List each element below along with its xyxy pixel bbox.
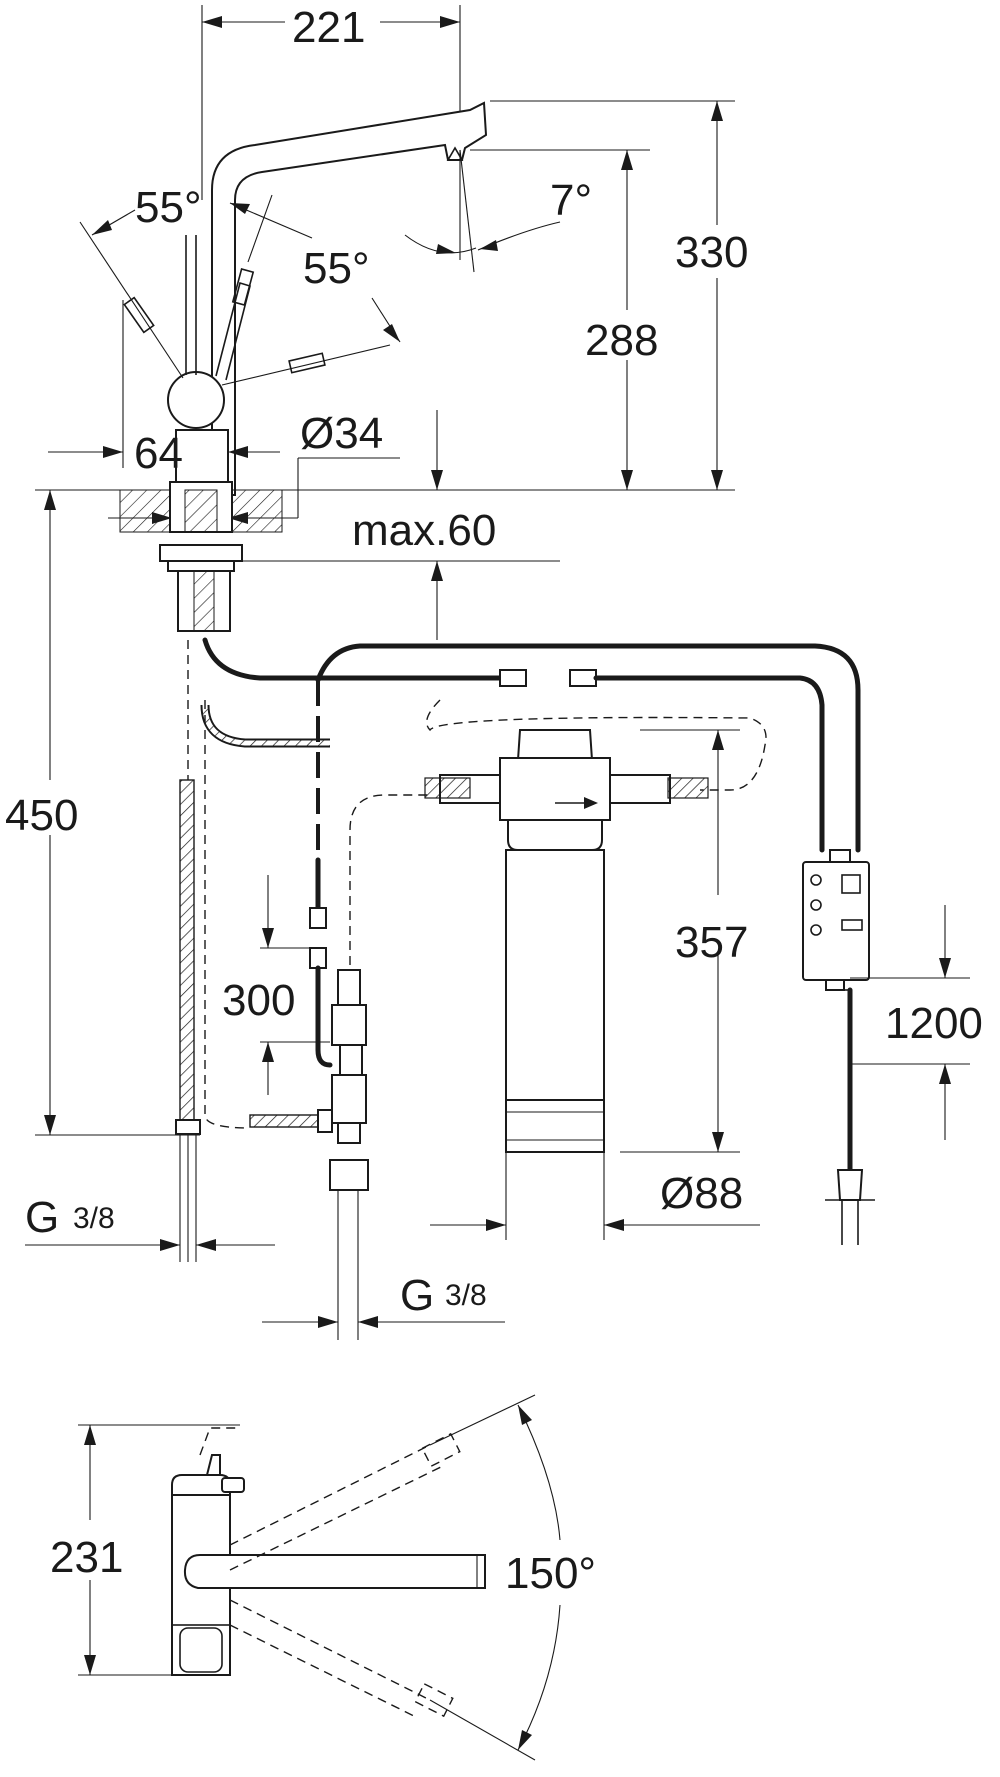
dim-hose-spacing: 300 [222,875,330,1095]
dim-thread-left: G 3/8 [25,1193,275,1251]
thread-right-frac: 3/8 [445,1279,487,1312]
cable-length-label: 1200 [885,999,983,1048]
dim-body-offset: 64 [48,300,280,478]
dim-swivel-angle: 150° [429,1394,596,1761]
diverter-valve [249,969,369,1340]
dim-top-view-width: 231 [50,1424,240,1676]
dim-spout-tilt: 7° [404,149,592,273]
dim-handle-angle-right: 55° [229,194,401,343]
hose-spacing-label: 300 [222,976,295,1025]
top-view-width-label: 231 [50,1533,123,1582]
control-box [802,849,875,1245]
thread-right-main: G [400,1271,434,1320]
dim-filter-diameter: Ø88 [430,1152,760,1240]
hole-diameter-label: Ø34 [300,409,383,458]
dim-filter-height: 357 [620,729,748,1153]
dim-thread-right: G 3/8 [262,1271,505,1328]
dim-max-counter: max.60 [352,410,496,640]
thread-left-frac: 3/8 [73,1202,115,1235]
dim-heights: 330 288 [470,100,748,490]
filter-height-label: 357 [675,918,748,967]
under-counter-label: 450 [5,791,78,840]
dim-cable-length: 1200 [850,905,983,1140]
total-height-label: 330 [675,228,748,277]
dim-handle-angle-left: 55° [91,183,202,236]
swivel-angle-label: 150° [505,1549,596,1598]
spout-height-label: 288 [585,316,658,365]
faucet-side-view [79,101,488,496]
handle-angle-left-label: 55° [135,183,202,232]
handle-angle-right-label: 55° [303,244,370,293]
filter-diameter-label: Ø88 [660,1169,743,1218]
supply-hoses [175,637,861,1262]
spout-tilt-label: 7° [550,176,592,225]
faucet-top-view [171,1427,486,1719]
counter-top-section [35,481,735,632]
body-offset-label: 64 [134,429,183,478]
dim-under-counter: 450 [5,490,200,1136]
dim-spout-reach: 221 [201,3,461,200]
max-counter-label: max.60 [352,506,496,555]
filter-unit [424,729,709,1153]
thread-left-main: G [25,1193,59,1242]
spout-reach-label: 221 [292,3,365,52]
